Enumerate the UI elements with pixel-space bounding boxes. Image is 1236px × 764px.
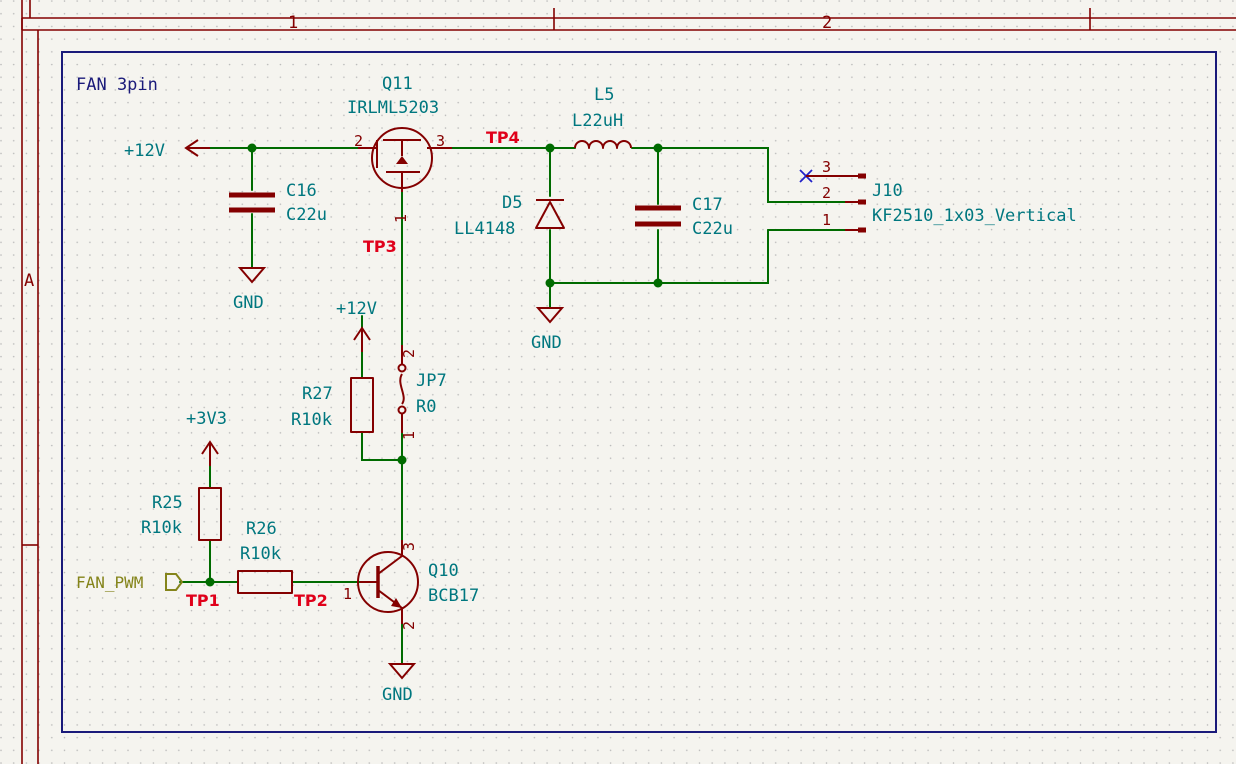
junction-d5-top bbox=[545, 143, 555, 153]
q10-pin-3: 3 bbox=[400, 542, 418, 551]
junction-c16 bbox=[247, 143, 257, 153]
mosfet-q11 bbox=[358, 127, 452, 192]
frame-column-2: 2 bbox=[822, 13, 832, 33]
junction-c17-bottom bbox=[653, 278, 663, 288]
gnd-q10-icon bbox=[387, 663, 417, 680]
junctions bbox=[205, 143, 663, 587]
c17-ref: C17 bbox=[692, 195, 723, 215]
q11-pin-2: 2 bbox=[354, 132, 363, 150]
c17-value: C22u bbox=[692, 219, 733, 239]
wires bbox=[179, 147, 846, 665]
power-12v-left bbox=[184, 139, 210, 157]
d5-value: LL4148 bbox=[454, 219, 515, 239]
resistor-r25 bbox=[198, 487, 222, 541]
connector-j10 bbox=[845, 173, 866, 233]
jp7-ref: JP7 bbox=[416, 371, 447, 391]
gnd-c16-label: GND bbox=[233, 293, 264, 313]
frame-row-a: A bbox=[24, 271, 34, 291]
jp7-pin-2: 2 bbox=[400, 349, 418, 358]
c16-value: C22u bbox=[286, 205, 327, 225]
capacitor-c16 bbox=[229, 192, 275, 213]
testpoint-tp1: TP1 bbox=[186, 591, 220, 610]
r26-ref: R26 bbox=[246, 519, 277, 539]
resistor-r26 bbox=[237, 570, 293, 594]
q10-ref: Q10 bbox=[428, 561, 459, 581]
junction-r25 bbox=[205, 577, 215, 587]
r26-value: R10k bbox=[240, 544, 281, 564]
j10-ref: J10 bbox=[872, 181, 903, 201]
sheet-border bbox=[61, 51, 1217, 733]
testpoint-tp3: TP3 bbox=[363, 237, 397, 256]
r27-ref: R27 bbox=[302, 384, 333, 404]
jp7-pin-1: 1 bbox=[400, 431, 418, 440]
j10-pin-1: 1 bbox=[822, 211, 831, 229]
sheet-title: FAN 3pin bbox=[76, 75, 158, 95]
diode-d5 bbox=[535, 199, 565, 229]
power-3v3-label: +3V3 bbox=[186, 409, 227, 429]
capacitor-c17 bbox=[635, 205, 681, 227]
no-connect-marker bbox=[799, 169, 845, 183]
junction-c17-top bbox=[653, 143, 663, 153]
q11-pin-3: 3 bbox=[436, 132, 445, 150]
jp7-value: R0 bbox=[416, 397, 436, 417]
frame-column-1: 1 bbox=[288, 13, 298, 33]
q11-ref: Q11 bbox=[382, 74, 413, 94]
power-12v-left-label: +12V bbox=[124, 141, 165, 161]
resistor-r27 bbox=[350, 377, 374, 433]
gnd-d5-label: GND bbox=[531, 333, 562, 353]
page-frame bbox=[21, 0, 1236, 764]
q10-value: BCB17 bbox=[428, 586, 479, 606]
transistor-q10 bbox=[357, 540, 419, 624]
gnd-q10-label: GND bbox=[382, 685, 413, 705]
j10-pin-3: 3 bbox=[822, 158, 831, 176]
gnd-c16-icon bbox=[237, 267, 267, 284]
c16-ref: C16 bbox=[286, 181, 317, 201]
gnd-d5-icon bbox=[535, 307, 565, 324]
l5-value: L22uH bbox=[572, 111, 623, 131]
fan-pwm-flag bbox=[165, 573, 184, 591]
testpoint-tp2: TP2 bbox=[294, 591, 328, 610]
r25-value: R10k bbox=[141, 518, 182, 538]
d5-ref: D5 bbox=[502, 193, 522, 213]
junction-r27 bbox=[397, 455, 407, 465]
jumper-jp7 bbox=[397, 345, 407, 433]
q10-pin-2: 2 bbox=[400, 621, 418, 630]
power-3v3 bbox=[201, 440, 219, 466]
j10-value: KF2510_1x03_Vertical bbox=[872, 206, 1077, 226]
q11-pin-1: 1 bbox=[392, 214, 410, 223]
fan-pwm-label: FAN_PWM bbox=[76, 573, 143, 592]
l5-ref: L5 bbox=[594, 85, 614, 105]
power-12v-jp bbox=[353, 326, 371, 352]
j10-pin-2: 2 bbox=[822, 184, 831, 202]
junction-d5-bottom bbox=[545, 278, 555, 288]
r25-ref: R25 bbox=[152, 493, 183, 513]
q10-pin-1: 1 bbox=[343, 585, 352, 603]
testpoint-tp4: TP4 bbox=[486, 128, 520, 147]
power-12v-jp-label: +12V bbox=[336, 299, 377, 319]
r27-value: R10k bbox=[291, 410, 332, 430]
q11-value: IRLML5203 bbox=[347, 98, 439, 118]
inductor-l5 bbox=[574, 140, 632, 149]
